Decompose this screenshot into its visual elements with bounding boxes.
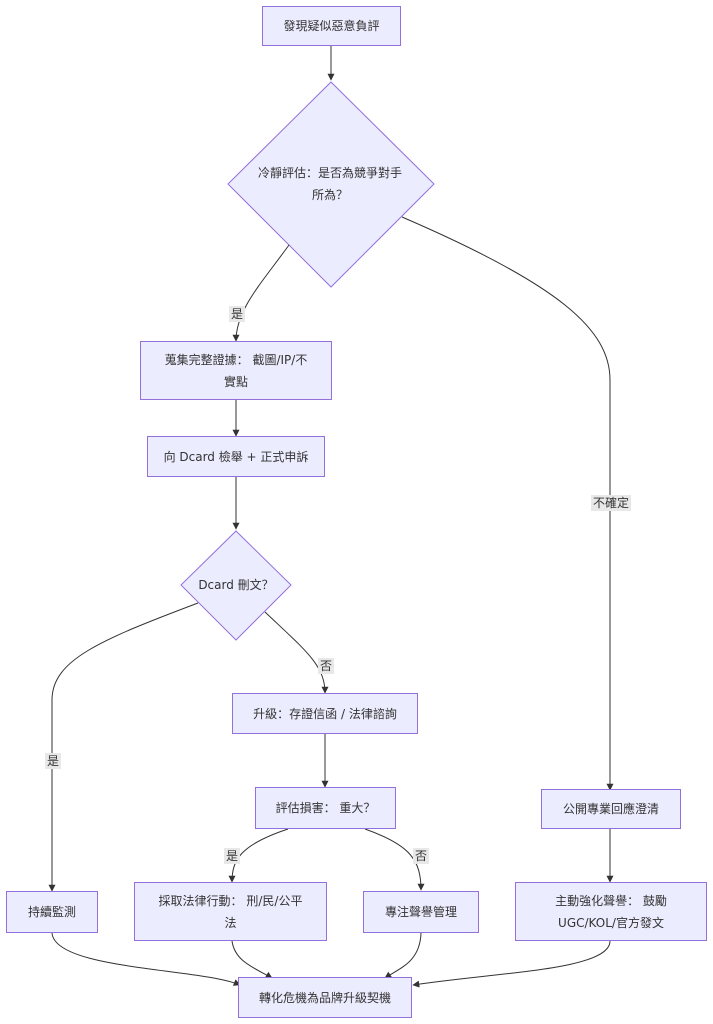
node-reputation: 專注聲譽管理 [363,891,479,933]
decision-deleted-shape [180,530,292,641]
edge-label-damage-yes: 是 [224,848,241,864]
node-escalate: 升級：存證信函 / 法律諮詢 [232,693,418,734]
edge-label-deleted-yes: 是 [45,753,62,769]
edge-reputation-transform [384,932,422,979]
node-monitor: 持續監測 [6,891,98,933]
edge-label-assess-unsure: 不確定 [591,495,632,511]
node-report: 向 Dcard 檢舉 + 正式申訴 [147,436,325,477]
node-legal: 採取法律行動： 刑/民/公平法 [134,882,327,941]
edge-damage-reputation [364,828,425,891]
node-public-reply: 公開專業回應澄清 [541,789,681,829]
node-damage: 評估損害： 重大？ [255,787,396,829]
edge-legal-transform [231,940,273,979]
edge-assess-public [401,216,614,791]
edge-label-damage-no: 否 [413,848,430,864]
edge-assess-collect [232,244,290,342]
edge-deleted-monitor [48,602,199,892]
decision-assess-shape [227,81,435,288]
decision-deleted-label: Dcard 刪文？ [198,578,274,592]
edge-deleted-escalate [264,611,329,694]
decision-assess-label: 冷靜評估：是否為競爭對手所為？ [257,166,402,202]
edge-label-deleted-no: 否 [318,658,335,674]
node-collect: 蒐集完整證據： 截圖/IP/不實點 [140,341,332,400]
edge-strengthen-transform [412,940,611,988]
node-discover: 發現疑似惡意負評 [262,6,401,46]
node-transform: 轉化危機為品牌升級契機 [238,977,412,1018]
edge-damage-legal [228,828,289,883]
edge-monitor-transform [51,932,241,986]
node-strengthen: 主動強化聲譽： 鼓勵UGC/KOL/官方發文 [515,882,707,941]
edge-label-assess-yes: 是 [229,306,246,322]
